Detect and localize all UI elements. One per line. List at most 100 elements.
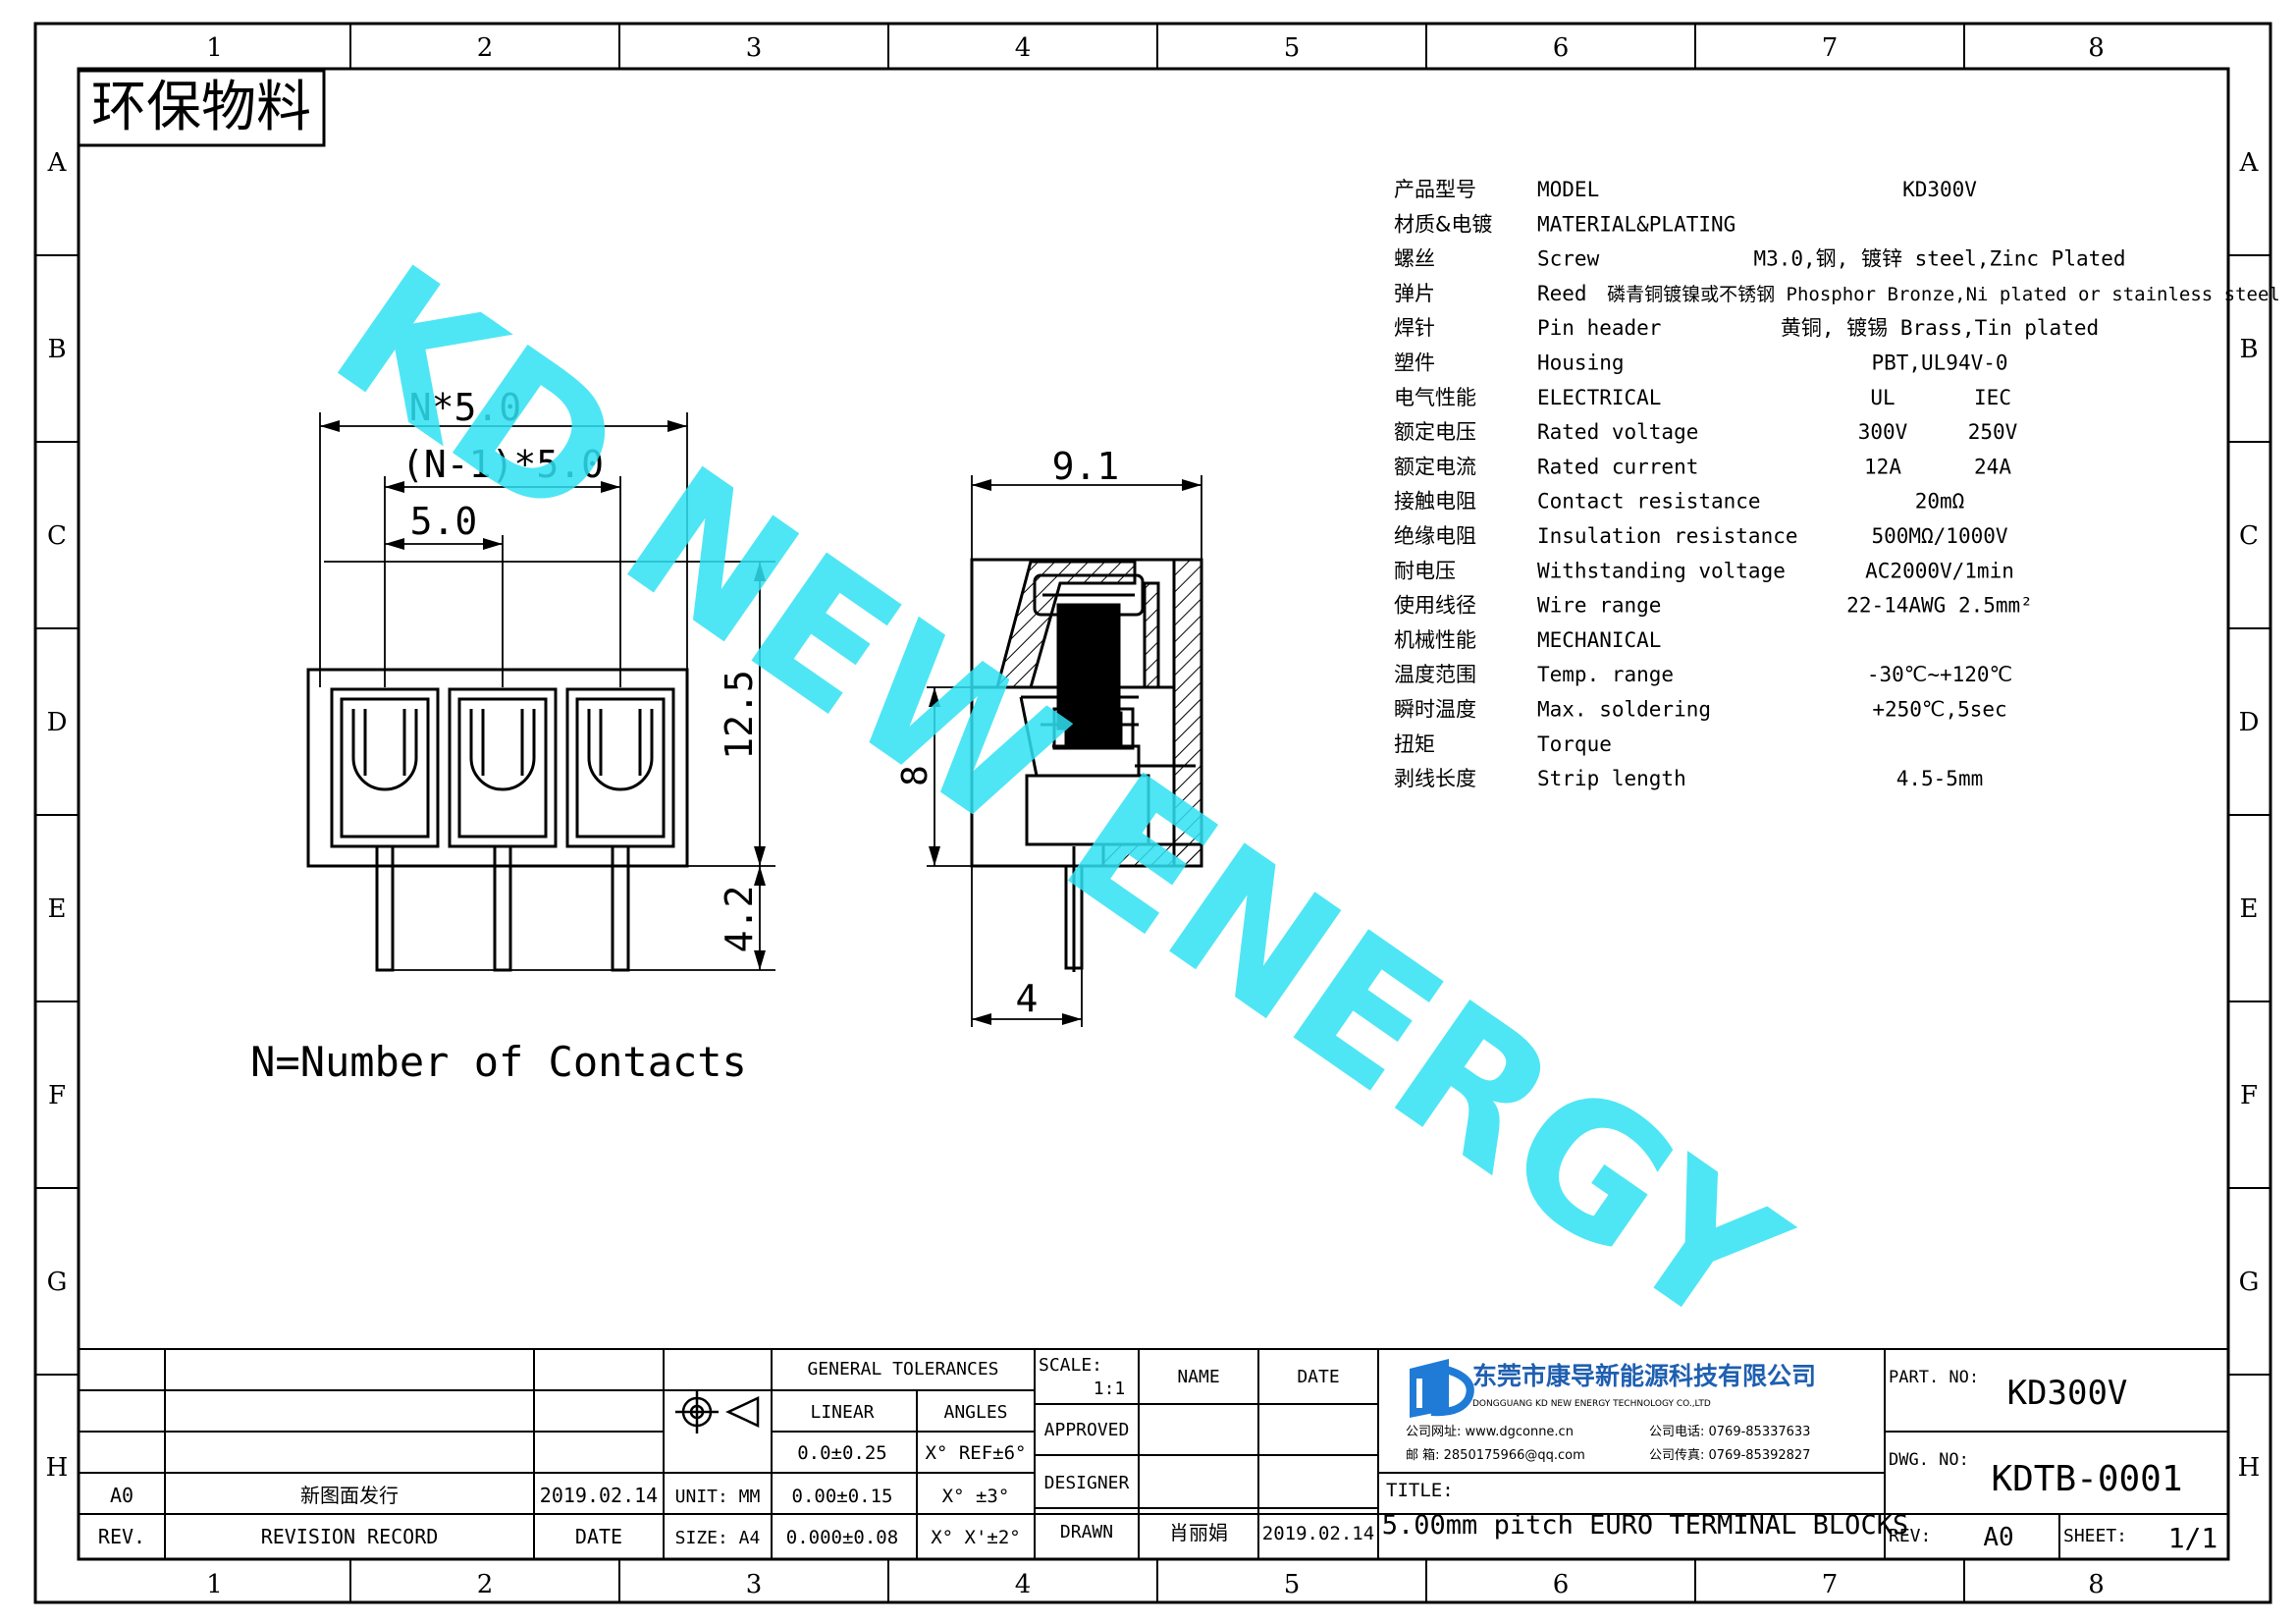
dim-pitch: 5.0: [410, 500, 478, 543]
spec-en-label: Pin header: [1537, 316, 1661, 340]
grid-col-label: 5: [1284, 1570, 1301, 1599]
company-name-en: DONGGUANG KD NEW ENERGY TECHNOLOGY CO.,L…: [1472, 1399, 1711, 1409]
angle-tolerance: X° ±3°: [942, 1486, 1010, 1507]
spec-value: +250℃,5sec: [1872, 698, 2006, 722]
spec-cn-label: 耐电压: [1394, 559, 1456, 582]
spec-en-label: Insulation resistance: [1537, 524, 1798, 548]
grid-col-label: 7: [1822, 1570, 1839, 1599]
company-phone: 公司电话: 0769-85337633: [1649, 1425, 1810, 1439]
grid-col-label: 7: [1822, 33, 1839, 63]
spec-en-label: Temp. range: [1537, 663, 1674, 686]
spec-cn-label: 瞬时温度: [1394, 698, 1476, 722]
grid-col-label: 6: [1553, 1570, 1570, 1599]
spec-en-label: Torque: [1537, 732, 1612, 756]
rev-label: REV:: [1889, 1526, 1931, 1546]
spec-en-label: Reed: [1537, 282, 1587, 305]
grid-row-label: A: [2239, 148, 2260, 178]
spec-en-label: Rated current: [1537, 455, 1698, 478]
spec-value: -30℃~+120℃: [1867, 663, 2012, 686]
eco-material-stamp: 环保物料: [77, 69, 326, 147]
size-label: SIZE: A4: [675, 1528, 761, 1548]
grid-col-label: 2: [477, 33, 494, 63]
spec-cn-label: 接触电阻: [1394, 490, 1476, 514]
spec-iec-value: 24A: [1974, 455, 2011, 478]
grid-row-label: E: [48, 894, 67, 924]
spec-en-label: Strip length: [1537, 767, 1686, 790]
spec-cn-label: 塑件: [1394, 352, 1435, 375]
grid-row-label: F: [2240, 1081, 2258, 1110]
stamp-text: 环保物料: [91, 76, 311, 139]
grid-col-label: 4: [1015, 1570, 1032, 1599]
company-website: 公司网址: www.dgconne.cn: [1406, 1425, 1574, 1439]
spec-value: 黄铜, 镀锡 Brass,Tin plated: [1781, 316, 2099, 340]
dwg-no: KDTB-0001: [1991, 1459, 2182, 1499]
revision-date: 2019.02.14: [540, 1484, 658, 1507]
spec-row: 温度范围 Temp. range -30℃~+120℃: [1394, 663, 2012, 686]
date-header: DATE: [1297, 1367, 1339, 1387]
part-no-label: PART. NO:: [1889, 1368, 1979, 1387]
side-view: [970, 558, 1203, 972]
grid-row-label: D: [2239, 708, 2260, 737]
revision-code: A0: [110, 1484, 133, 1507]
spec-en-label: Withstanding voltage: [1537, 559, 1786, 582]
contacts-note: N=Number of Contacts: [250, 1038, 747, 1086]
revision-record: 新图面发行: [300, 1484, 399, 1507]
spec-en-label: Housing: [1537, 352, 1625, 375]
grid-row-label: G: [2239, 1268, 2260, 1297]
company-logo-icon: [1410, 1359, 1474, 1418]
spec-value: M3.0,钢, 镀锌 steel,Zinc Plated: [1753, 247, 2125, 271]
sheet-value: 1/1: [2168, 1522, 2218, 1554]
sheet-label: SHEET:: [2063, 1526, 2127, 1546]
angles-label: ANGLES: [943, 1402, 1007, 1423]
date-header: DATE: [575, 1525, 622, 1548]
spec-ul-value: 12A: [1864, 455, 1901, 478]
grid-row-label: F: [48, 1081, 66, 1110]
grid-row-label: C: [2239, 521, 2259, 551]
spec-iec-value: IEC: [1974, 386, 2011, 409]
grid-row-label: D: [47, 708, 68, 737]
spec-cn-label: 电气性能: [1394, 386, 1476, 409]
grid-row-label: H: [2238, 1453, 2261, 1483]
contact-cell: [565, 687, 675, 972]
spec-row: 剥线长度 Strip length 4.5-5mm: [1394, 767, 1983, 790]
company-name-cn: 东莞市康导新能源科技有限公司: [1472, 1362, 1816, 1390]
unit-label: UNIT: MM: [675, 1487, 761, 1507]
grid-col-label: 4: [1015, 33, 1032, 63]
spec-cn-label: 额定电压: [1394, 420, 1476, 444]
dim-overall-length: N*5.0: [409, 386, 521, 429]
grid-col-label: 3: [746, 1570, 763, 1599]
spec-en-label: MODEL: [1537, 178, 1599, 201]
company-email: 邮 箱: 2850175966@qq.com: [1406, 1447, 1585, 1463]
grid-col-label: 8: [2088, 33, 2105, 63]
grid-col-label: 6: [1553, 33, 1570, 63]
contact-cell: [448, 687, 558, 972]
spec-en-label: Contact resistance: [1537, 490, 1761, 514]
drawing-title: 5.00mm pitch EURO TERMINAL BLOCKS: [1382, 1510, 1908, 1541]
grid-col-label: 3: [746, 33, 763, 63]
spec-value: PBT,UL94V-0: [1871, 352, 2007, 375]
title-block: [79, 1348, 2228, 1559]
spec-en-label: MATERIAL&PLATING: [1537, 212, 1735, 236]
spec-value: 4.5-5mm: [1896, 767, 1984, 790]
spec-row: 塑件 Housing PBT,UL94V-0: [1394, 352, 2008, 375]
general-tolerances-label: GENERAL TOLERANCES: [807, 1359, 998, 1380]
projection-symbol-icon: [675, 1390, 760, 1434]
scale-label: SCALE:: [1039, 1355, 1102, 1376]
spec-cn-label: 温度范围: [1394, 663, 1476, 686]
dim-pin-length: 4.2: [718, 886, 761, 953]
spec-cn-label: 剥线长度: [1394, 767, 1476, 790]
linear-tolerance: 0.00±0.15: [792, 1486, 893, 1507]
dim-pin-offset: 4: [1016, 977, 1039, 1020]
dim-side-body: 8: [895, 765, 935, 786]
drawn-date: 2019.02.14: [1262, 1523, 1374, 1544]
